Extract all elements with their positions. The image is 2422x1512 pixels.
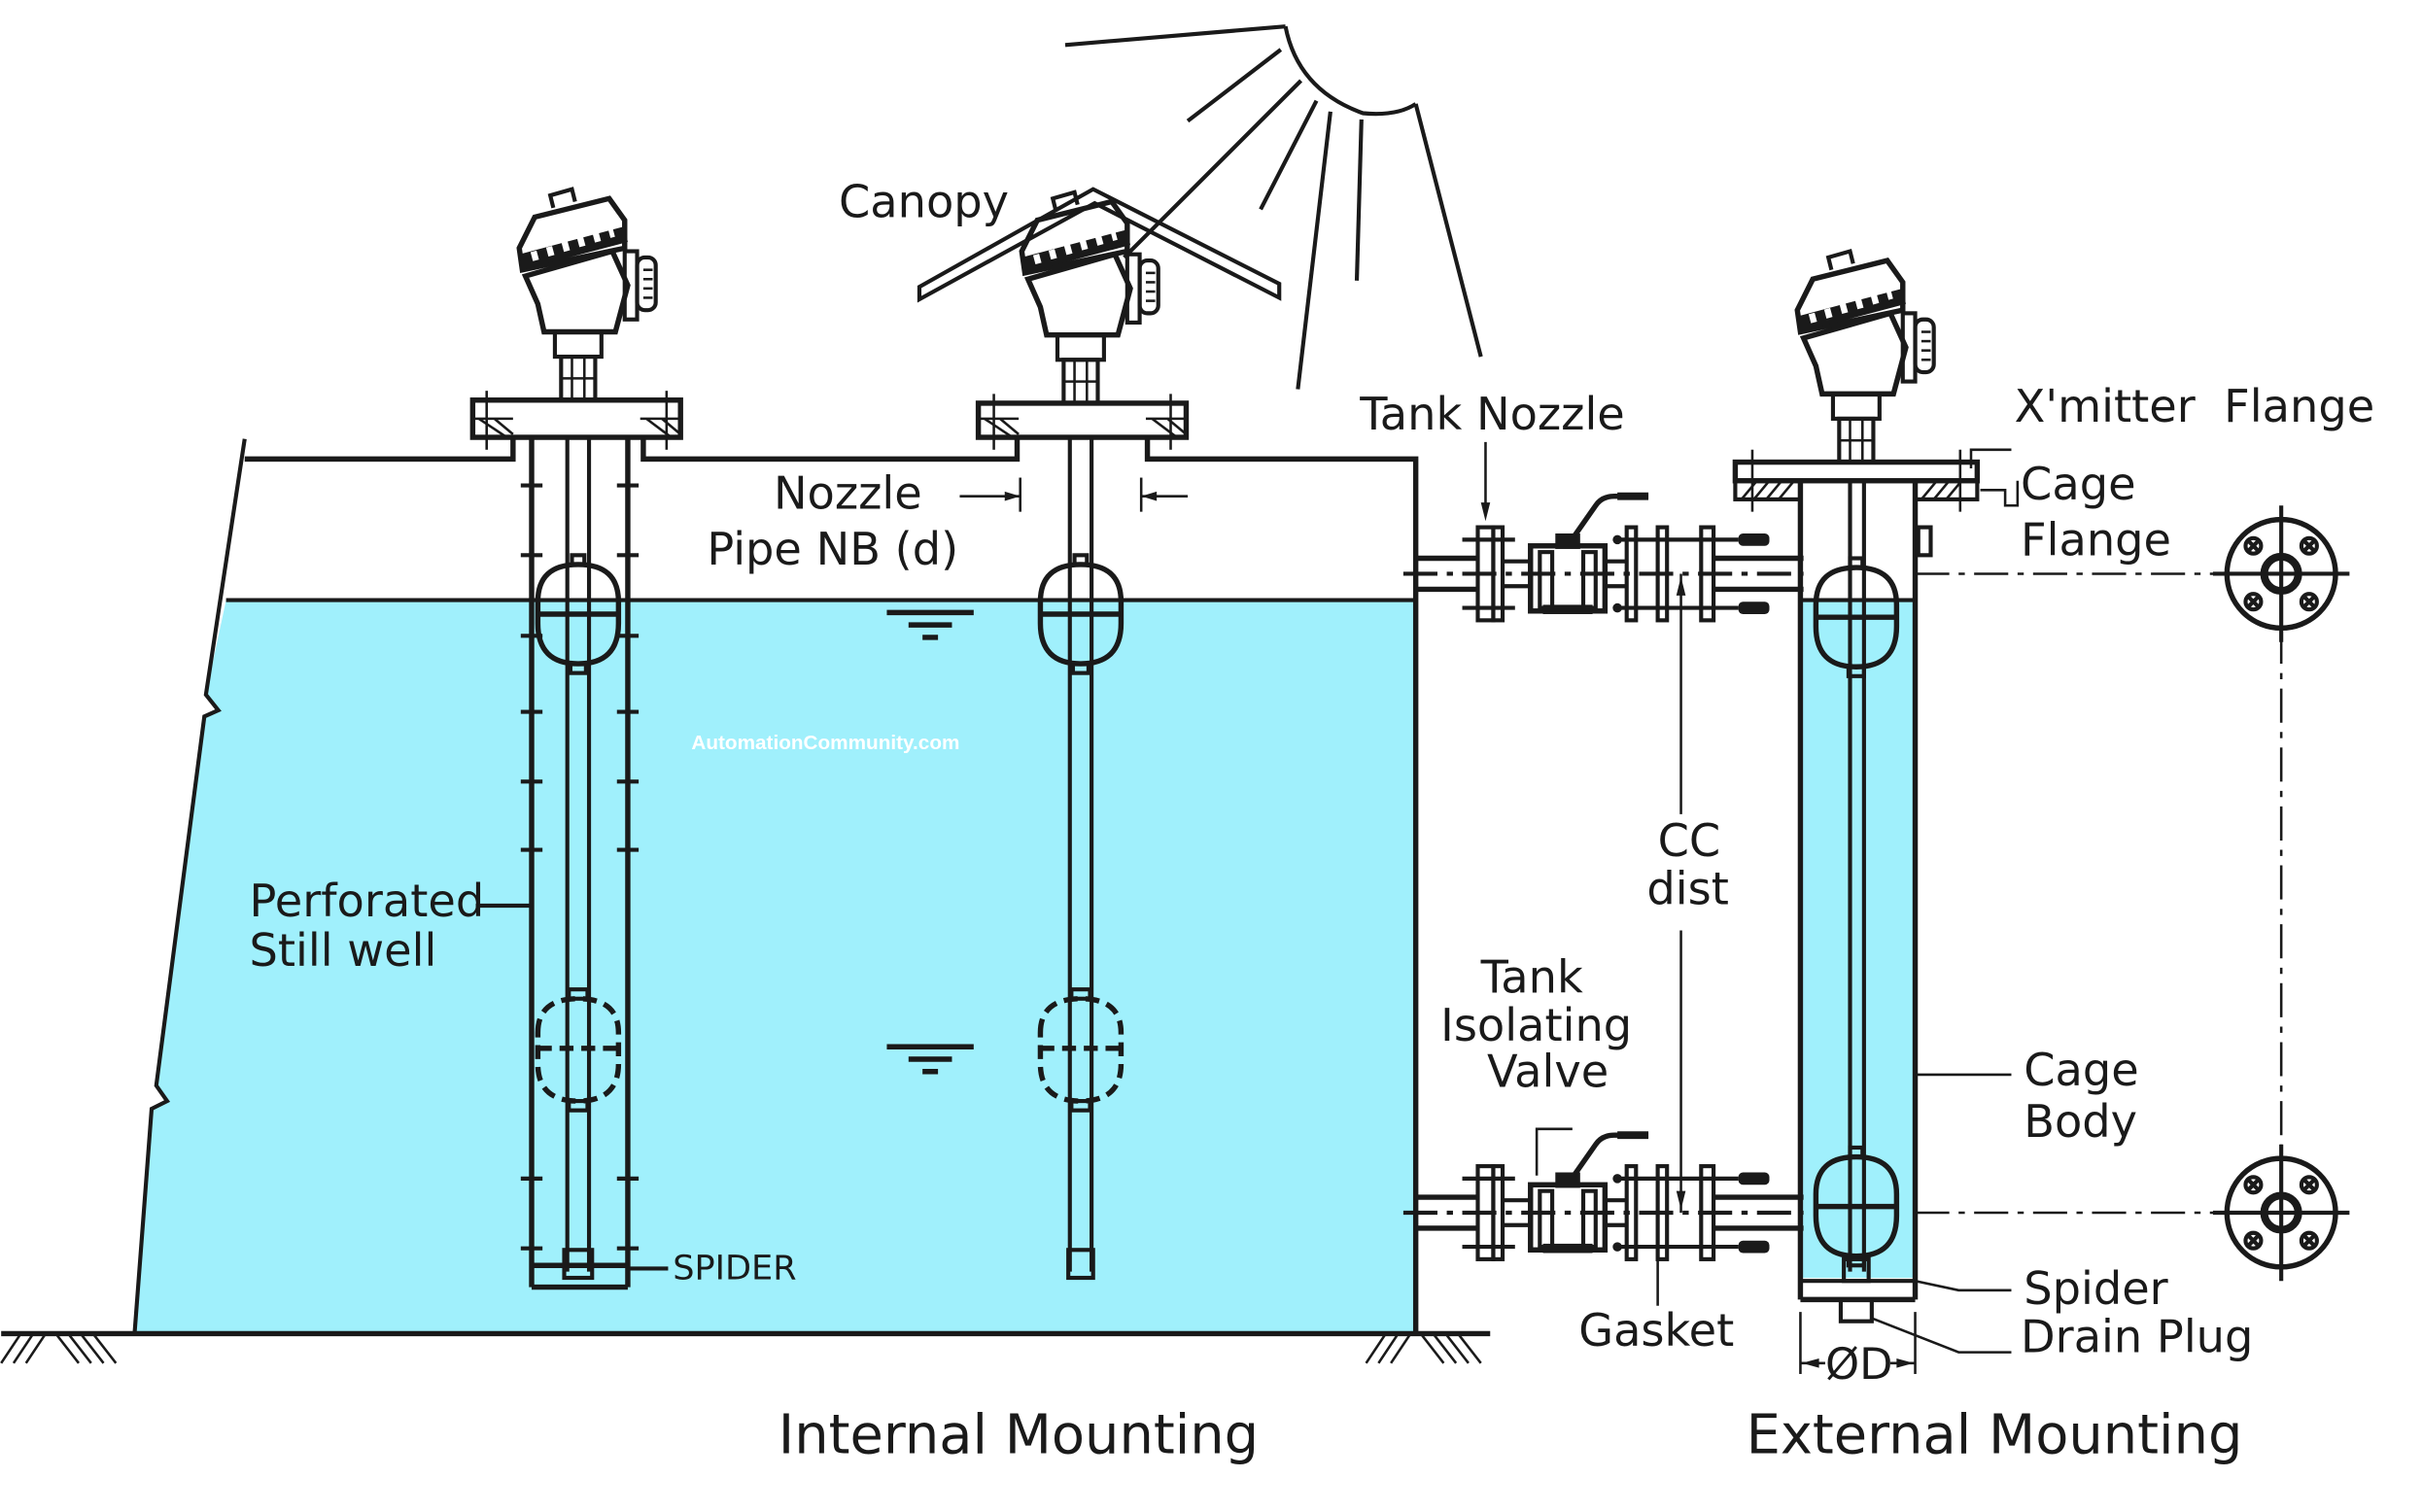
watermark: AutomationCommunity.com (691, 732, 959, 754)
perforated-label-line2: Still well (250, 924, 437, 977)
flange-end-view-icon (2213, 1145, 2349, 1281)
od-label: ØD (1825, 1339, 1893, 1390)
upper-nozzle-valve-assembly (1403, 497, 1804, 621)
cc-dist-label-line1: CC (1658, 814, 1721, 867)
ground-hatch-icon (0, 1333, 118, 1365)
isolating-valve-label-line3: Valve (1487, 1046, 1609, 1098)
internal-transmitter-stillwell (469, 189, 683, 1290)
liquid (134, 600, 1416, 1334)
spider-internal-label: SPIDER (673, 1249, 796, 1289)
cage-flange-label-line2: Flange (2021, 513, 2171, 566)
tank-nozzle-label: Tank Nozzle (1359, 388, 1625, 440)
external-mounting-caption: External Mounting (1747, 1403, 2243, 1466)
gasket-label: Gasket (1578, 1304, 1734, 1357)
cage-body-label-line2: Body (2024, 1095, 2137, 1148)
flange-end-view-icon (2213, 505, 2349, 641)
cc-dist-label-line2: dist (1646, 862, 1728, 914)
nozzle-label-line1: Nozzle (774, 466, 922, 519)
cage-body-label-line1: Cage (2024, 1044, 2139, 1096)
cage-flange-label-line1: Cage (2021, 458, 2136, 510)
sun-icon (1064, 24, 1483, 390)
internal-mounting-caption: Internal Mounting (778, 1403, 1259, 1466)
lower-nozzle-valve-assembly (1403, 1135, 1804, 1259)
spider-external-label: Spider (2024, 1262, 2168, 1315)
transmitter-head-icon (1797, 252, 1933, 463)
external-cage (1732, 252, 1981, 1323)
isolating-valve-label-line1: Tank (1480, 950, 1583, 1003)
transmitter-head-icon (519, 189, 655, 400)
isolating-valve-label-line2: Isolating (1440, 999, 1632, 1051)
canopy-label: Canopy (839, 175, 1009, 227)
xmitter-flange-label: X'mitter Flange (2015, 380, 2375, 432)
perforated-label-line1: Perforated (250, 875, 485, 927)
nozzle-label-line2: Pipe NB (d) (707, 523, 958, 575)
internal-transmitter-nozzle (959, 192, 1190, 1281)
ground-hatch-icon (1365, 1333, 1482, 1365)
drain-plug-label: Drain Plug (2021, 1311, 2253, 1363)
canopy-icon (917, 187, 1282, 303)
tank (0, 437, 1491, 1365)
